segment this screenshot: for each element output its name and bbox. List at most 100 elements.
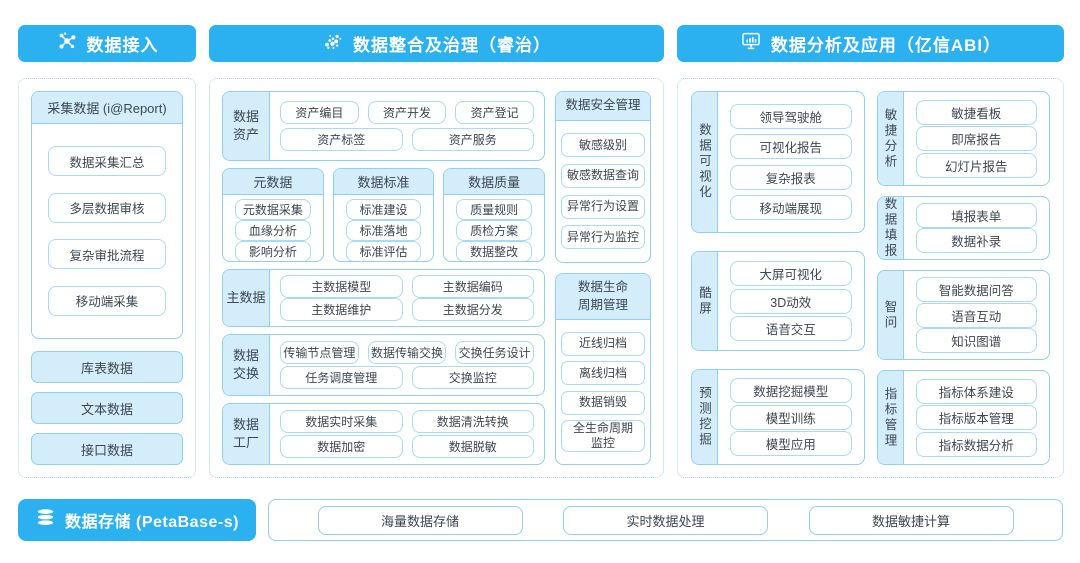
group-data-quality: 数据质量 质量规则 质检方案 数据整改 [443, 168, 546, 262]
metadata-item: 影响分析 [235, 241, 311, 261]
collect-data-box: 采集数据 (i@Report) 数据采集汇总 多层数据审核 复杂审批流程 移动端… [31, 91, 183, 339]
visualization-item: 复杂报表 [730, 164, 852, 190]
group-metadata-title: 元数据 [223, 169, 323, 195]
group-data-factory: 数据 工厂 数据实时采集 数据清洗转换 数据加密 数据脱敏 [222, 403, 545, 465]
column-governance: 数据整合及治理（睿治） 数据 资产 资产编目 资产开发 资产登记 [209, 25, 664, 478]
header-governance-label: 数据整合及治理（睿治） [353, 36, 551, 55]
cool-screen-item: 大屏可视化 [730, 260, 852, 286]
group-cool-screen: 酷屏 大屏可视化 3D动效 语音交互 [691, 251, 865, 351]
governance-side: 数据安全管理 敏感级别 敏感数据查询 异常行为设置 异常行为监控 数据生命 周期… [555, 91, 651, 465]
network-nodes-icon [56, 30, 78, 57]
group-data-asset-label: 数据 资产 [223, 92, 270, 160]
group-data-lifecycle: 数据生命 周期管理 近线归档 离线归档 数据销毁 全生命周期 监控 [555, 273, 651, 465]
master-item: 主数据维护 [280, 298, 403, 322]
factory-item: 数据实时采集 [280, 410, 403, 433]
header-data-storage-label: 数据存储 (PetaBase-s) [65, 514, 239, 531]
group-data-reporting: 数据填报 填报表单 数据补录 [876, 196, 1050, 260]
asset-item: 资产开发 [367, 100, 447, 124]
lifecycle-item: 全生命周期 监控 [561, 420, 645, 453]
panel-data-access: 采集数据 (i@Report) 数据采集汇总 多层数据审核 复杂审批流程 移动端… [18, 78, 196, 478]
group-data-exchange-label: 数据 交换 [223, 335, 270, 395]
security-item: 异常行为设置 [561, 194, 645, 219]
storage-item: 实时数据处理 [563, 505, 768, 535]
indicator-item: 指标体系建设 [915, 378, 1037, 404]
prediction-item: 数据挖掘模型 [730, 377, 852, 403]
visualization-item: 可视化报告 [730, 134, 852, 160]
group-data-quality-title: 数据质量 [444, 169, 545, 195]
quality-item: 数据整改 [456, 241, 533, 261]
asset-item: 资产服务 [411, 128, 534, 152]
governance-main: 数据 资产 资产编目 资产开发 资产登记 资产标签 资产服务 [222, 91, 546, 465]
group-data-factory-label: 数据 工厂 [223, 404, 270, 464]
group-agile-analysis-label: 敏捷分析 [877, 92, 904, 185]
group-data-visualization: 数据可视化 领导驾驶舱 可视化报告 复杂报表 移动端展现 [691, 91, 865, 233]
database-icon [35, 507, 56, 533]
cool-screen-item: 语音交互 [730, 316, 852, 342]
asset-item: 资产编目 [280, 100, 359, 124]
reporting-item: 填报表单 [915, 203, 1037, 228]
standard-item: 标准建设 [345, 199, 422, 220]
agile-item: 即席报告 [915, 126, 1037, 151]
prediction-item: 模型应用 [730, 431, 852, 457]
data-source: 接口数据 [31, 433, 183, 465]
collect-item: 数据采集汇总 [48, 146, 166, 177]
exchange-item: 交换监控 [411, 366, 534, 389]
factory-item: 数据脱敏 [411, 435, 534, 458]
visualization-item: 领导驾驶舱 [730, 103, 852, 129]
analysis-right-column: 敏捷分析 敏捷看板 即席报告 幻灯片报告 数据填报 填报表单 数据补录 [876, 91, 1050, 465]
storage-panel: 海量数据存储 实时数据处理 数据敏捷计算 [268, 499, 1063, 541]
monitor-chart-icon [740, 30, 762, 57]
data-source: 文本数据 [31, 392, 183, 424]
data-source: 库表数据 [31, 351, 183, 383]
group-prediction-mining: 预测挖掘 数据挖掘模型 模型训练 模型应用 [691, 369, 865, 465]
collect-item: 移动端采集 [48, 285, 166, 316]
header-data-access-label: 数据接入 [86, 36, 159, 55]
group-data-standard-title: 数据标准 [333, 169, 434, 195]
governance-triple-row: 元数据 元数据采集 血缘分析 影响分析 数据标准 标准建设 标准落地 [222, 168, 546, 262]
storage-row: 数据存储 (PetaBase-s) 海量数据存储 实时数据处理 数据敏捷计算 [18, 499, 1063, 541]
data-source-list: 库表数据 文本数据 接口数据 [31, 351, 183, 465]
group-data-asset: 数据 资产 资产编目 资产开发 资产登记 资产标签 资产服务 [222, 91, 545, 161]
group-indicator-management: 指标管理 指标体系建设 指标版本管理 指标数据分析 [876, 370, 1050, 465]
metadata-item: 血缘分析 [235, 220, 311, 241]
factory-item: 数据清洗转换 [411, 410, 534, 433]
column-analysis: 数据分析及应用（亿信ABI） 数据可视化 领导驾驶舱 可视化报告 复杂报表 移动… [677, 25, 1064, 478]
collect-item: 复杂审批流程 [48, 239, 166, 270]
group-data-exchange: 数据 交换 传输节点管理 数据传输交换 交换任务设计 任务调度管理 交换监控 [222, 334, 545, 396]
smart-ask-item: 知识图谱 [915, 327, 1037, 353]
storage-item: 海量数据存储 [317, 505, 523, 535]
group-metadata: 元数据 元数据采集 血缘分析 影响分析 [222, 168, 324, 262]
factory-item: 数据加密 [280, 435, 403, 458]
security-item: 敏感数据查询 [561, 163, 645, 188]
exchange-item: 交换任务设计 [455, 341, 535, 364]
group-master-data: 主数据 主数据模型 主数据编码 主数据维护 主数据分发 [222, 269, 545, 327]
top-columns: 数据接入 采集数据 (i@Report) 数据采集汇总 多层数据审核 复杂审批流… [18, 25, 1064, 478]
collect-data-title: 采集数据 (i@Report) [32, 92, 182, 124]
quality-item: 质量规则 [456, 199, 533, 220]
group-agile-analysis: 敏捷分析 敏捷看板 即席报告 幻灯片报告 [876, 91, 1050, 186]
security-item: 敏感级别 [561, 133, 645, 158]
collect-item: 多层数据审核 [48, 192, 166, 223]
header-data-access: 数据接入 [18, 25, 196, 62]
group-cool-screen-label: 酷屏 [692, 252, 718, 350]
master-item: 主数据分发 [411, 298, 534, 322]
header-data-storage: 数据存储 (PetaBase-s) [18, 499, 256, 541]
reporting-item: 数据补录 [915, 228, 1037, 253]
group-data-visualization-label: 数据可视化 [692, 92, 718, 232]
dot-cluster-icon [322, 30, 344, 57]
group-data-security: 数据安全管理 敏感级别 敏感数据查询 异常行为设置 异常行为监控 [555, 91, 651, 263]
group-smart-ask-label: 智问 [877, 271, 904, 359]
collect-data-items: 数据采集汇总 多层数据审核 复杂审批流程 移动端采集 [32, 124, 182, 338]
smart-ask-item: 语音互动 [915, 302, 1037, 328]
group-data-security-title: 数据安全管理 [556, 92, 650, 121]
panel-analysis: 数据可视化 领导驾驶舱 可视化报告 复杂报表 移动端展现 酷屏 大屏可视化 3D… [677, 78, 1064, 478]
asset-item: 资产标签 [280, 128, 403, 152]
security-item: 异常行为监控 [561, 225, 645, 250]
smart-ask-item: 智能数据问答 [915, 277, 1037, 303]
exchange-item: 任务调度管理 [280, 366, 403, 389]
header-analysis-label: 数据分析及应用（亿信ABI） [770, 36, 1002, 55]
header-analysis: 数据分析及应用（亿信ABI） [677, 25, 1064, 62]
master-item: 主数据模型 [280, 274, 403, 298]
group-data-lifecycle-title: 数据生命 周期管理 [556, 274, 650, 320]
indicator-item: 指标版本管理 [915, 405, 1037, 430]
